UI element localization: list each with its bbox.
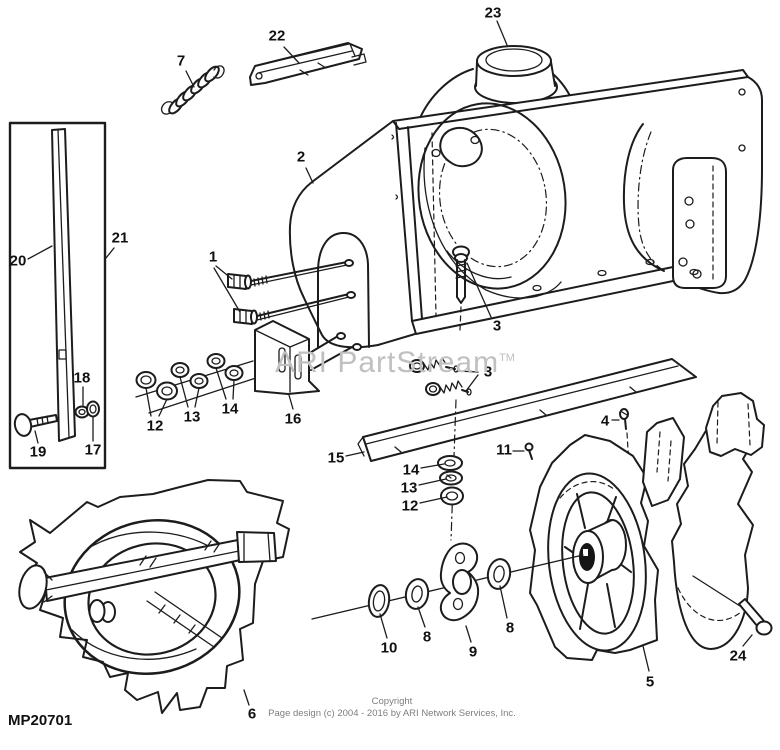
callout-leader-line xyxy=(105,247,115,259)
inset-box-art-part-21 xyxy=(8,121,107,470)
spring-bolts-art-part-3 xyxy=(409,357,472,396)
callout-leader-line xyxy=(345,451,365,457)
callout-leader-line xyxy=(232,379,235,400)
scraper-bar-art-part-15 xyxy=(357,358,697,462)
drawing-code: MP20701 xyxy=(8,712,73,729)
part-callout-13-18[interactable]: 13 xyxy=(401,480,418,497)
callout-leader-line xyxy=(34,430,39,444)
spring-art-part-7 xyxy=(160,65,225,115)
part-callout-14-17[interactable]: 14 xyxy=(403,462,420,479)
part-callout-3-14[interactable]: 3 xyxy=(493,318,501,335)
collar-art-part-23 xyxy=(474,45,558,104)
washer-art-part-8-left xyxy=(404,578,430,610)
part-callout-17-13[interactable]: 17 xyxy=(85,442,102,459)
part-callout-20-5[interactable]: 20 xyxy=(10,253,27,270)
callout-leader-line xyxy=(419,496,448,504)
washer-art-part-8-right xyxy=(486,558,512,590)
callout-leader-line xyxy=(215,265,233,280)
retaining-ring-art-part-10 xyxy=(367,584,391,618)
callout-leader-line xyxy=(642,645,650,672)
watermark-tm: TM xyxy=(499,352,515,364)
watermark: ARI PartStreamTM xyxy=(275,346,515,380)
part-callout-12-19[interactable]: 12 xyxy=(402,498,419,515)
callout-leader-line xyxy=(27,245,53,260)
tine-plates-art xyxy=(642,392,765,650)
copyright-line1: Copyright xyxy=(371,696,413,707)
callout-leader-line xyxy=(158,398,168,417)
flange-bearing-art-part-9 xyxy=(439,542,480,622)
watermark-text: ARI PartStream xyxy=(275,346,500,379)
part-callout-18-11[interactable]: 18 xyxy=(74,370,91,387)
part-callout-9-24[interactable]: 9 xyxy=(469,644,477,661)
callout-leader-line xyxy=(305,167,314,184)
part-callout-8-23[interactable]: 8 xyxy=(423,629,431,646)
part-callout-23-0[interactable]: 23 xyxy=(485,5,502,22)
callout-leader-line xyxy=(215,367,227,400)
wheel-art-part-6 xyxy=(18,479,290,714)
washer-stack-art-parts-14-13-12 xyxy=(437,399,464,541)
callout-leader-line xyxy=(243,689,250,706)
pin-art-part-19 xyxy=(13,413,58,437)
callout-leader-line xyxy=(466,262,492,318)
part-callout-11-20[interactable]: 11 xyxy=(496,442,512,459)
callout-leader-line xyxy=(185,70,195,88)
bracket-art-part-22 xyxy=(249,42,367,86)
copyright-notice: Copyright Page design (c) 2004 - 2016 by… xyxy=(232,696,552,719)
part-callout-16-10[interactable]: 16 xyxy=(285,411,302,428)
bracket-art-part-16 xyxy=(254,320,320,395)
part-callout-10-22[interactable]: 10 xyxy=(381,640,398,657)
copyright-line2: Page design (c) 2004 - 2016 by ARI Netwo… xyxy=(268,707,516,719)
part-callout-13-8[interactable]: 13 xyxy=(184,409,201,426)
bar-art-part-20 xyxy=(51,128,76,442)
shoulder-bolt-art-part-3 xyxy=(452,245,470,331)
callout-leader-line xyxy=(379,613,388,639)
callout-leader-line xyxy=(465,625,472,643)
callout-leader-line xyxy=(417,606,426,628)
callout-leader-line xyxy=(194,387,200,408)
callout-leader-line xyxy=(283,46,300,64)
callout-leader-line xyxy=(145,387,152,417)
callout-leader-line xyxy=(496,20,508,46)
pin-art-part-24 xyxy=(692,575,773,636)
part-callout-1-6[interactable]: 1 xyxy=(209,249,217,266)
part-callout-21-4[interactable]: 21 xyxy=(112,230,129,247)
part-callout-14-9[interactable]: 14 xyxy=(222,401,239,418)
callout-leader-line xyxy=(288,394,294,410)
part-callout-12-7[interactable]: 12 xyxy=(147,418,164,435)
part-callout-2-3[interactable]: 2 xyxy=(297,149,305,166)
callout-leader-line xyxy=(742,634,753,647)
callout-leader-line xyxy=(465,374,479,392)
callout-leader-line xyxy=(418,478,447,486)
pin-art-part-11 xyxy=(524,442,534,460)
washer-art-part-17 xyxy=(86,400,100,418)
part-callout-5-26[interactable]: 5 xyxy=(646,674,654,691)
part-callout-3-15[interactable]: 3 xyxy=(484,364,492,381)
housing-art-part-2 xyxy=(288,69,763,349)
part-callout-15-16[interactable]: 15 xyxy=(328,450,345,467)
callout-leader-line xyxy=(499,585,508,619)
callout-leader-line xyxy=(456,370,479,373)
part-callout-24-27[interactable]: 24 xyxy=(730,648,747,665)
part-callout-19-12[interactable]: 19 xyxy=(30,444,47,461)
part-callout-4-21[interactable]: 4 xyxy=(601,413,610,430)
part-callout-7-2[interactable]: 7 xyxy=(177,53,185,70)
part-callout-6-28[interactable]: 6 xyxy=(248,706,256,723)
callout-leader-line xyxy=(179,376,189,408)
part-callout-8-25[interactable]: 8 xyxy=(506,620,514,637)
callout-leader-line xyxy=(420,463,445,469)
wheel-art-part-5 xyxy=(529,434,659,661)
part-callout-22-1[interactable]: 22 xyxy=(269,28,286,45)
fastener-cluster-art-parts-12-13-14 xyxy=(135,353,263,414)
callout-leader-line xyxy=(213,267,241,313)
